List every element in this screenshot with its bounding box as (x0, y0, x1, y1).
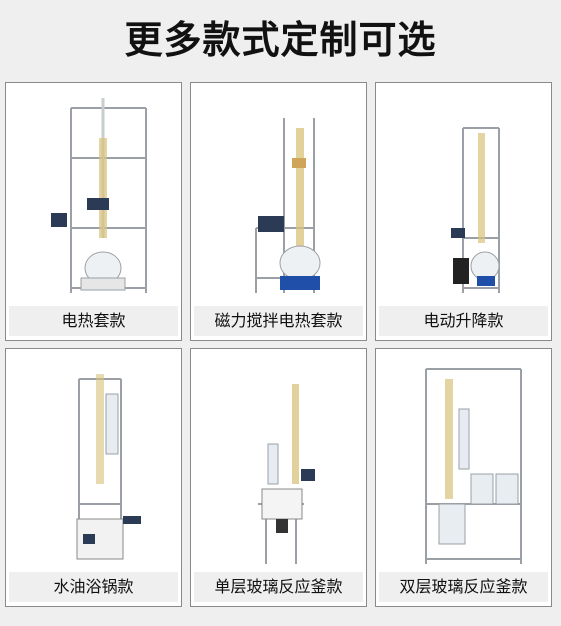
product-card-electric-lifting[interactable]: 电动升降款 (375, 82, 552, 341)
product-label: 双层玻璃反应釜款 (379, 572, 548, 602)
product-grid: 电热套款 磁力搅拌电热套款 (5, 82, 556, 612)
single-layer-glass-reactor-image (196, 354, 361, 570)
product-label: 磁力搅拌电热套款 (194, 306, 363, 336)
product-card-water-oil-bath[interactable]: 水油浴锅款 (5, 348, 182, 607)
product-card-heating-mantle[interactable]: 电热套款 (5, 82, 182, 341)
product-card-single-layer-glass[interactable]: 单层玻璃反应釜款 (190, 348, 367, 607)
product-card-double-layer-glass[interactable]: 双层玻璃反应釜款 (375, 348, 552, 607)
water-oil-bath-reactor-image (11, 354, 176, 570)
heating-mantle-reactor-image (11, 88, 176, 304)
double-layer-glass-reactor-image (381, 354, 546, 570)
electric-lifting-reactor-image (381, 88, 546, 304)
product-label: 水油浴锅款 (9, 572, 178, 602)
product-card-magnetic-stirring[interactable]: 磁力搅拌电热套款 (190, 82, 367, 341)
product-label: 单层玻璃反应釜款 (194, 572, 363, 602)
product-label: 电动升降款 (379, 306, 548, 336)
product-label: 电热套款 (9, 306, 178, 336)
magnetic-stirring-heating-mantle-image (196, 88, 361, 304)
page-title: 更多款式定制可选 (124, 18, 437, 62)
